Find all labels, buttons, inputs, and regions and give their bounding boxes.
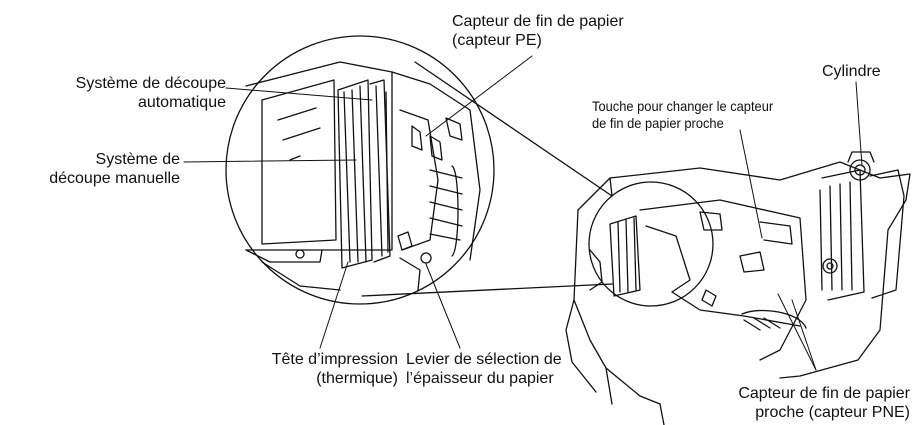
small-detail-circle bbox=[588, 181, 714, 307]
connector-bottom bbox=[361, 283, 613, 297]
label-manual-cutter: Système de découpe manuelle bbox=[40, 150, 180, 188]
label-line: (capteur PE) bbox=[452, 32, 542, 49]
label-line: Touche pour changer le capteur bbox=[592, 98, 774, 114]
label-line: proche (capteur PNE) bbox=[755, 404, 910, 421]
label-thickness-lever: Levier de sélection de l’épaisseur du pa… bbox=[406, 350, 562, 388]
label-line: Levier de sélection de bbox=[406, 351, 562, 368]
label-line: l’épaisseur du papier bbox=[406, 370, 554, 387]
connector-top bbox=[414, 61, 613, 197]
printer-body bbox=[565, 151, 911, 425]
label-line: Système de bbox=[95, 151, 180, 168]
label-line: découpe manuelle bbox=[49, 170, 180, 187]
label-line: Capteur de fin de papier bbox=[738, 385, 910, 402]
label-line: Système de découpe bbox=[75, 75, 226, 92]
label-near-end-switch-key: Touche pour changer le capteur de fin de… bbox=[592, 98, 773, 132]
label-cylinder: Cylindre bbox=[822, 63, 881, 80]
label-line: (thermique) bbox=[316, 370, 398, 387]
label-print-head: Tête d’impression (thermique) bbox=[224, 350, 398, 388]
leader-lines bbox=[183, 55, 863, 371]
label-line: automatique bbox=[137, 94, 226, 111]
label-near-end-sensor: Capteur de fin de papier proche (capteur… bbox=[666, 384, 910, 422]
detail-circle bbox=[225, 35, 495, 305]
label-line: Tête d’impression bbox=[271, 351, 398, 368]
label-line: Capteur de fin de papier bbox=[452, 13, 624, 30]
label-auto-cutter: Système de découpe automatique bbox=[40, 74, 226, 112]
label-paper-end-sensor: Capteur de fin de papier (capteur PE) bbox=[452, 12, 624, 50]
label-line: de fin de papier proche bbox=[592, 115, 724, 131]
magnified-detail-view bbox=[225, 35, 495, 305]
